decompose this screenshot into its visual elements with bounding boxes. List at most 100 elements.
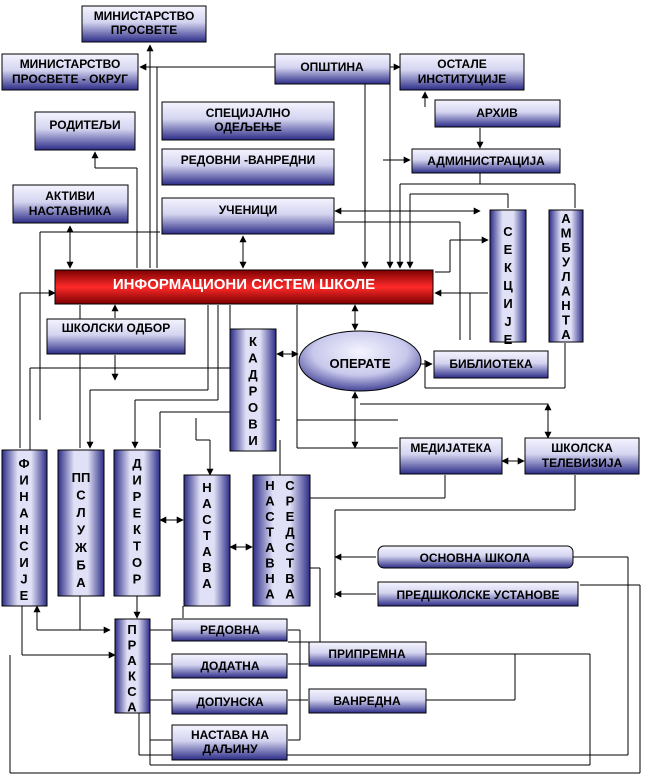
node-aktivi-line: АКТИВИ <box>45 189 95 203</box>
node-ostale-line: ОСТАЛЕ <box>437 57 487 71</box>
node-ostale-line: ИНСТИТУЦИЈЕ <box>418 72 506 86</box>
node-skolska-tv-line: ТЕЛЕВИЗИЈА <box>542 456 623 470</box>
vertical-letter: А <box>265 587 275 602</box>
vertical-letter: П <box>127 622 136 637</box>
node-pripremna: ПРИПРЕМНА <box>308 641 427 667</box>
vertical-letter: И <box>19 473 28 488</box>
vertical-letter: Н <box>265 571 274 586</box>
node-pripremna-label: ПРИПРЕМНА <box>328 647 406 661</box>
node-vanredna: ВАНРЕДНА <box>308 688 427 714</box>
vertical-letter: Н <box>19 489 28 504</box>
vertical-letter: Н <box>202 480 211 495</box>
vertical-letter: И <box>248 433 257 448</box>
vertical-letter: Ж <box>74 540 87 555</box>
node-dopunska-label: ДОПУНСКА <box>196 695 264 709</box>
vertical-letter: С <box>285 540 295 555</box>
vertical-letter: Б <box>561 240 570 255</box>
vertical-letter: С <box>265 509 275 524</box>
vertical-letter: Л <box>76 505 85 520</box>
vertical-letter: А <box>19 506 29 521</box>
vertical-letter: Ц <box>503 278 513 293</box>
node-roditelji: РОДИТЕЉИ <box>34 111 136 151</box>
node-dodatna: ДОДАТНА <box>171 653 288 679</box>
vertical-letter: А <box>561 211 571 226</box>
node-osnovna-skola-label: ОСНОВНА ШКОЛА <box>420 551 531 565</box>
vertical-letter: Т <box>203 528 211 543</box>
node-specijalno-line: ОДЕЉЕЊЕ <box>214 120 282 134</box>
vertical-letter: Е <box>20 588 29 603</box>
node-operate-label: ОПЕРАТЕ <box>329 356 390 371</box>
node-redovna-label: РЕДОВНА <box>200 623 260 637</box>
vertical-letter: М <box>561 226 572 241</box>
vertical-letter: Р <box>249 384 258 399</box>
node-nastava-daljinu-line: ДАЉИНУ <box>202 742 258 756</box>
vertical-letter: С <box>285 478 295 493</box>
node-administracija-label: АДМИНИСТРАЦИЈА <box>427 154 545 168</box>
vertical-letter: А <box>202 544 212 559</box>
vertical-letter: К <box>128 669 136 684</box>
vertical-letter: Р <box>133 489 142 504</box>
vertical-letter: И <box>132 473 141 488</box>
node-ministarstvo-line: ПРОСВЕТЕ <box>111 23 177 37</box>
vertical-letter: И <box>503 296 512 311</box>
connector-lines <box>9 44 641 774</box>
node-redovni-vanredni: РЕДОВНИ -ВАНРЕДНИ <box>161 148 335 186</box>
vertical-letter: С <box>127 684 137 699</box>
node-specijalno-line: СПЕЦИЈАЛНО <box>206 106 291 120</box>
vertical-letter: Т <box>133 539 141 554</box>
vertical-letter: А <box>248 351 258 366</box>
vertical-letter: Ј <box>20 572 27 587</box>
vertical-letter: С <box>19 539 29 554</box>
vertical-letter: С <box>503 224 513 239</box>
node-skolska-tv-line: ШКОЛСКА <box>551 441 613 455</box>
node-aktivi-line: НАСТАВНИКА <box>29 204 112 218</box>
node-roditelji-label: РОДИТЕЉИ <box>49 118 120 132</box>
node-dopunska: ДОПУНСКА <box>171 689 288 715</box>
node-arhiv-label: АРХИВ <box>476 106 518 120</box>
vertical-letter: Д <box>285 525 295 540</box>
vertical-letter: А <box>76 575 86 590</box>
node-main-label: ИНФОРМАЦИОНИ СИСТЕМ ШКОЛЕ <box>113 276 375 293</box>
node-nastava-daljinu-line: НАСТАВА НА <box>191 728 269 742</box>
vertical-letter: Н <box>561 298 570 313</box>
vertical-letter: А <box>202 496 212 511</box>
vertical-letter: С <box>202 512 212 527</box>
vertical-letter: А <box>127 653 137 668</box>
node-ucenici: УЧЕНИЦИ <box>161 197 335 235</box>
vertical-letter: Л <box>561 269 570 284</box>
node-ministarstvo-okrug-line: ПРОСВЕТЕ - ОКРУГ <box>12 72 128 86</box>
node-skolski-odbor: ШКОЛСКИ ОДБОР <box>46 318 186 355</box>
vertical-letter: ПП <box>72 470 91 485</box>
vertical-letter: Т <box>562 313 570 328</box>
vertical-letter: Е <box>504 242 513 257</box>
node-ucenici-label: УЧЕНИЦИ <box>219 203 278 217</box>
vertical-letter: К <box>504 260 512 275</box>
vertical-letter: А <box>127 700 137 715</box>
vertical-letter: Б <box>76 558 85 573</box>
node-operate: ОПЕРАТЕ <box>298 330 422 392</box>
node-predskolske-label: ПРЕДШКОЛСКЕ УСТАНОВЕ <box>396 588 559 602</box>
vertical-letter: У <box>562 255 571 270</box>
vertical-letter: О <box>132 555 142 570</box>
node-biblioteka-label: БИБЛИОТЕКА <box>449 357 533 371</box>
vertical-letter: К <box>133 522 141 537</box>
node-ministarstvo-line: МИНИСТАРСТВО <box>94 9 195 23</box>
